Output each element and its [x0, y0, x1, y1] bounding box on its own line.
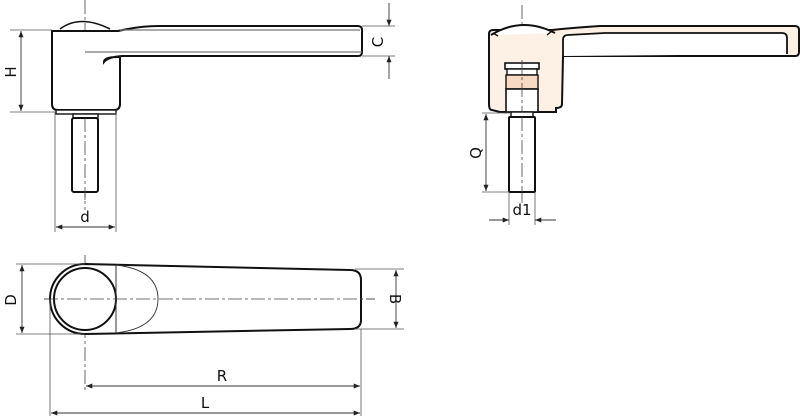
dome-cap [490, 24, 556, 36]
arm-inner-fill [564, 38, 786, 55]
dim-label-r: R [217, 367, 227, 385]
section-view-bushing: Q d1 [467, 5, 800, 225]
dim-label-d1: d1 [512, 201, 531, 219]
dome-cap [59, 20, 111, 30]
dim-label-d: d [80, 208, 90, 226]
dim-label-h: H [2, 66, 20, 77]
side-view-threaded-stud: H C d [2, 0, 395, 232]
transition-arc [115, 264, 159, 334]
dim-label-q: Q [467, 147, 485, 159]
dim-label-b: B [386, 294, 404, 304]
dim-label-big-d: D [2, 294, 20, 306]
dim-label-l: L [201, 394, 210, 412]
dome-clip [492, 30, 553, 37]
dim-label-c: C [369, 37, 387, 47]
lever-body [51, 25, 363, 111]
top-view: D B R L [2, 255, 404, 416]
